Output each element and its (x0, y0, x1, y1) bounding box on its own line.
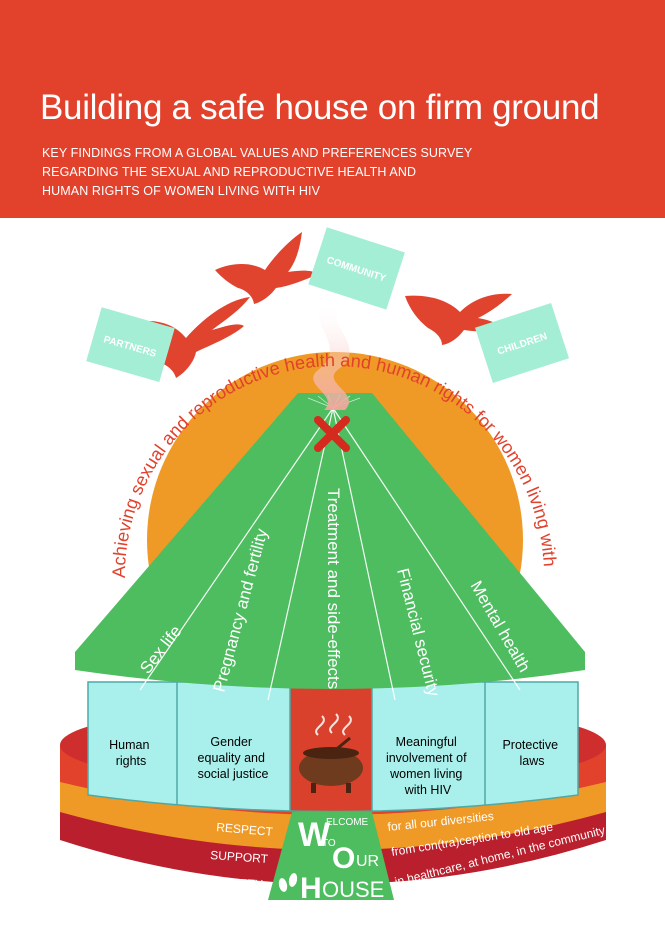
wall-panel-gender-equality: Gender equality and social justice (198, 735, 269, 781)
welcome-ur: UR (356, 853, 379, 870)
community-flag: COMMUNITY (308, 227, 405, 310)
wall-panel-human-rights: Human rights (109, 738, 153, 768)
wall-panel-protective-laws: Protective laws (502, 738, 561, 768)
cooking-pot-icon (299, 713, 363, 793)
wall-panel-meaningful-involvement: Meaningful involvement of women living w… (386, 735, 470, 797)
header-banner: Building a safe house on firm ground KEY… (0, 0, 665, 218)
respect-label: RESPECT (216, 820, 274, 839)
bird-icon-center (215, 232, 318, 304)
welcome-h: H (300, 872, 322, 905)
welcome-ouse: OUSE (322, 877, 384, 902)
safety-label: SAFETY (216, 875, 263, 891)
footprints-icon (278, 873, 298, 892)
subtitle-line-2: REGARDING THE SEXUAL AND REPRODUCTIVE HE… (42, 165, 417, 179)
red-ribbon-icon (314, 416, 350, 452)
children-flag: CHILDREN (474, 303, 570, 383)
door-opening (290, 682, 372, 812)
roof-label-treatment: Treatment and side-effects (324, 488, 343, 689)
bird-icon-right (405, 293, 512, 345)
welcome-sign: W ELCOME TO O UR H OUSE (268, 812, 394, 905)
roof (75, 393, 585, 689)
welcome-to: TO (322, 838, 336, 849)
chimney-smoke (313, 300, 350, 410)
house-illustration: Achieving sexual and reproductive health… (0, 218, 606, 905)
subtitle-line-1: KEY FINDINGS FROM A GLOBAL VALUES AND PR… (42, 146, 473, 160)
welcome-w: W (298, 816, 331, 854)
partners-flag: PARTNERS (86, 307, 175, 383)
support-label: SUPPORT (210, 848, 269, 866)
subtitle-line-3: HUMAN RIGHTS OF WOMEN LIVING WITH HIV (42, 184, 321, 198)
welcome-o: O (332, 842, 355, 875)
welcome-elcome: ELCOME (326, 817, 369, 828)
page-title: Building a safe house on firm ground (40, 88, 600, 127)
